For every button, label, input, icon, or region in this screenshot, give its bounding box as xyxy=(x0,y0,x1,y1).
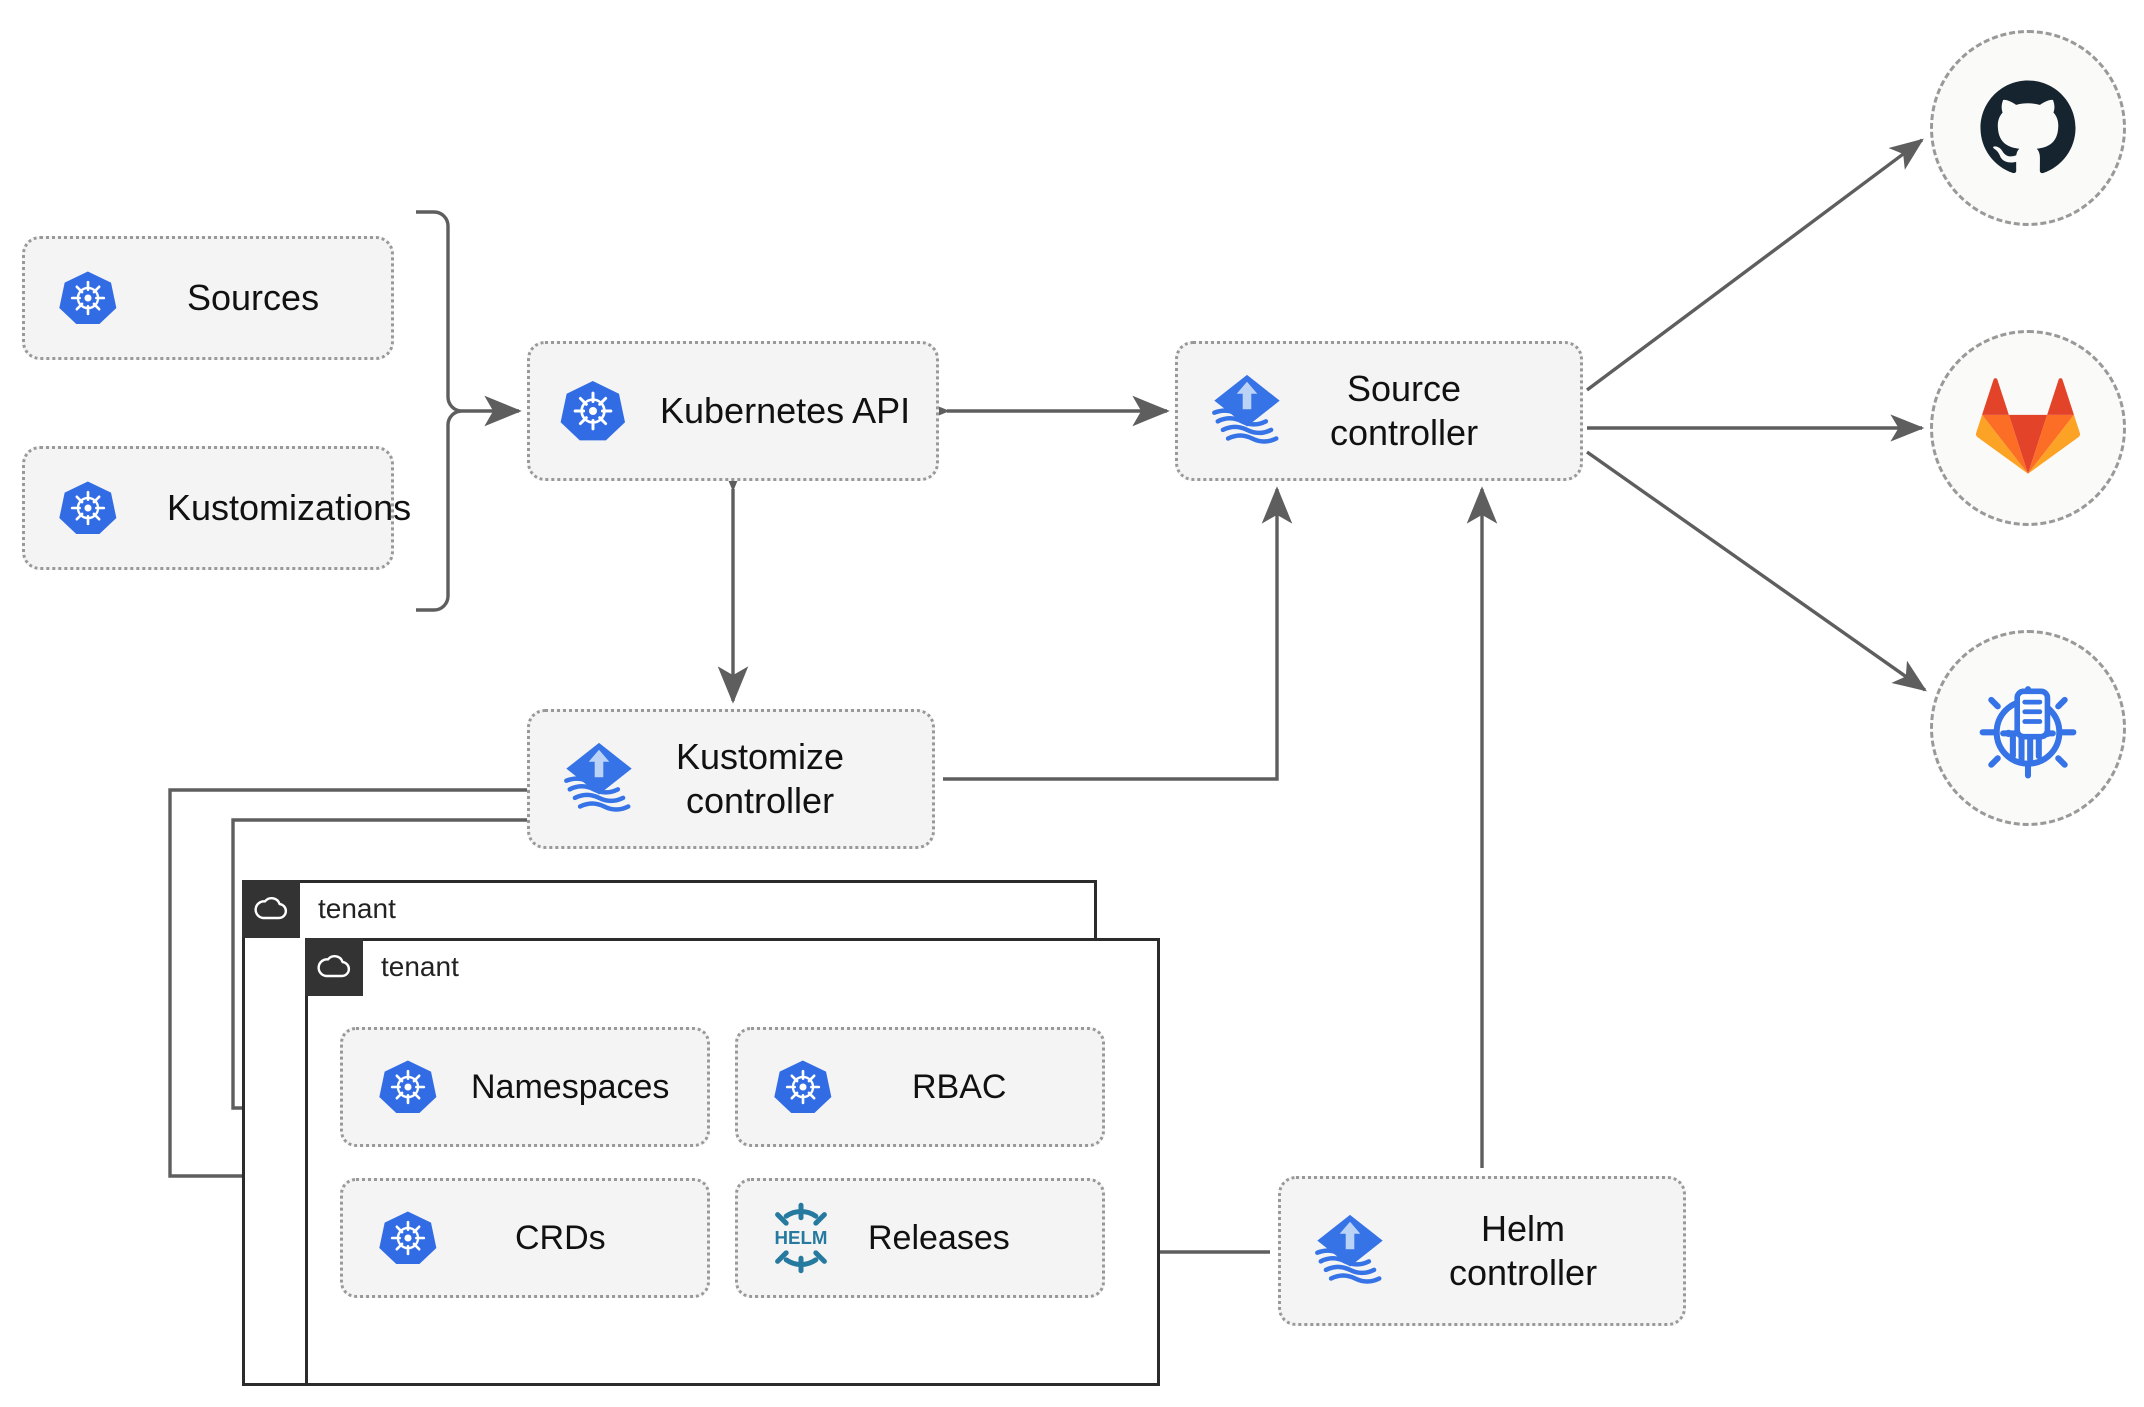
node-label: Sources xyxy=(187,277,320,319)
node-kubernetes-api[interactable]: Kubernetes API xyxy=(527,341,939,481)
kubernetes-icon xyxy=(57,477,119,539)
node-label: Kustomizations xyxy=(167,487,412,529)
node-label: Helm controller xyxy=(1449,1208,1598,1293)
tenant-tab: tenant xyxy=(305,938,459,996)
node-rbac[interactable]: RBAC xyxy=(735,1027,1105,1147)
node-helm-controller[interactable]: Helm controller xyxy=(1278,1176,1686,1326)
node-releases[interactable]: HELM Releases xyxy=(735,1178,1105,1298)
svg-text:HELM: HELM xyxy=(775,1227,828,1248)
node-label: Kustomize controller xyxy=(676,736,845,821)
github-icon xyxy=(1974,74,2082,182)
node-source-controller[interactable]: Source controller xyxy=(1175,341,1583,481)
helm-registry-icon xyxy=(1974,674,2082,782)
node-namespaces[interactable]: Namespaces xyxy=(340,1027,710,1147)
flux-icon xyxy=(556,736,642,822)
node-label: Releases xyxy=(868,1218,1010,1257)
kubernetes-icon xyxy=(377,1207,439,1269)
node-label: Namespaces xyxy=(471,1067,670,1106)
tenant-container-front[interactable]: tenant xyxy=(305,938,1160,1386)
flux-icon xyxy=(1204,368,1290,454)
node-label: Kubernetes API xyxy=(660,390,911,432)
tenant-name: tenant xyxy=(318,893,396,924)
gitlab-icon xyxy=(1976,378,2080,478)
tenant-name: tenant xyxy=(381,951,459,982)
node-kustomize-controller[interactable]: Kustomize controller xyxy=(527,709,935,849)
node-label: CRDs xyxy=(515,1218,606,1257)
helm-icon: HELM xyxy=(762,1199,840,1277)
flux-icon xyxy=(1307,1208,1393,1294)
tenant-tab: tenant xyxy=(242,880,396,938)
cloud-icon xyxy=(242,880,300,938)
kubernetes-icon xyxy=(772,1056,834,1118)
external-source-github[interactable] xyxy=(1930,30,2126,226)
cloud-icon xyxy=(305,938,363,996)
kubernetes-icon xyxy=(377,1056,439,1118)
node-label: Source controller xyxy=(1330,368,1479,453)
node-kustomizations[interactable]: Kustomizations xyxy=(22,446,411,570)
node-crds[interactable]: CRDs xyxy=(340,1178,710,1298)
node-sources[interactable]: Sources xyxy=(22,236,394,360)
kubernetes-icon xyxy=(558,376,628,446)
kubernetes-icon xyxy=(57,267,119,329)
node-label: RBAC xyxy=(912,1067,1007,1106)
external-source-gitlab[interactable] xyxy=(1930,330,2126,526)
external-source-helm-registry[interactable] xyxy=(1930,630,2126,826)
